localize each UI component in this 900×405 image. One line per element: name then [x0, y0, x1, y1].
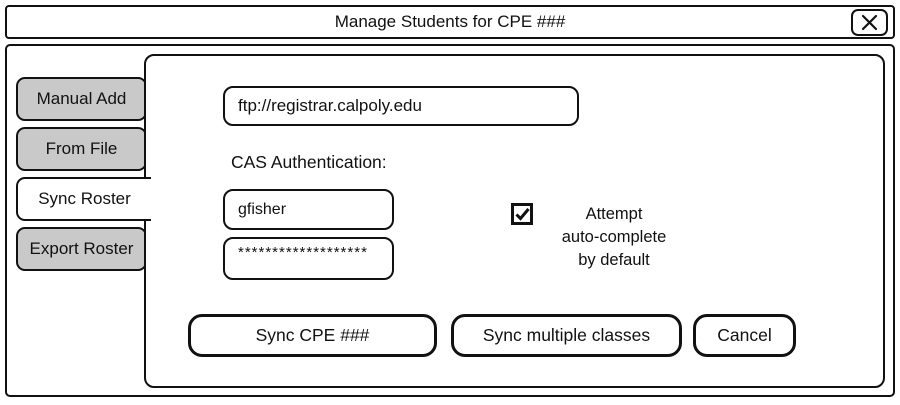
sync-multiple-classes-button[interactable]: Sync multiple classes	[451, 314, 682, 357]
dialog-body: Manual Add From File Sync Roster Export …	[5, 44, 895, 397]
autocomplete-label-line-1: Attempt	[585, 205, 643, 223]
autocomplete-label-line-2: auto-complete	[561, 228, 667, 246]
sync-roster-panel: CAS Authentication: Attempt auto-complet…	[144, 54, 885, 388]
autocomplete-checkbox[interactable]	[511, 203, 533, 225]
autocomplete-label-line-3: by default	[578, 251, 650, 269]
username-input[interactable]	[223, 189, 394, 230]
dialog-title: Manage Students for CPE ###	[334, 12, 566, 31]
tab-manual-add[interactable]: Manual Add	[16, 77, 147, 121]
sync-cpe-button[interactable]: Sync CPE ###	[188, 314, 437, 357]
tab-from-file[interactable]: From File	[16, 127, 147, 171]
password-input[interactable]	[223, 237, 394, 280]
tab-export-roster[interactable]: Export Roster	[16, 227, 147, 271]
title-bar: Manage Students for CPE ###	[5, 5, 895, 39]
close-icon	[860, 13, 879, 32]
tab-sync-roster[interactable]: Sync Roster	[16, 177, 151, 221]
checkmark-icon	[514, 207, 530, 222]
cas-authentication-label: CAS Authentication:	[231, 152, 387, 172]
autocomplete-checkbox-label: Attempt auto-complete by default	[543, 203, 685, 272]
cancel-button[interactable]: Cancel	[693, 314, 796, 357]
close-button[interactable]	[851, 9, 888, 36]
registrar-url-input[interactable]	[223, 86, 579, 126]
